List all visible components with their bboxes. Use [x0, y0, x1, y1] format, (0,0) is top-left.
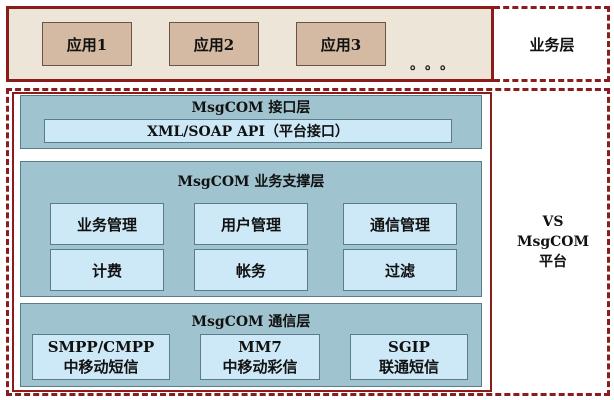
- platform-label-line-1: VS: [542, 214, 564, 230]
- protocol-smpp-cmpp: SMPP/CMPP 中移动短信: [32, 334, 170, 380]
- protocol-desc: 中移动短信: [63, 358, 139, 376]
- business-layer-label: 业务层: [529, 35, 575, 54]
- protocol-name: SGIP: [388, 338, 430, 356]
- module-user-management: 用户管理: [194, 203, 308, 245]
- module-billing: 计费: [50, 249, 164, 291]
- app-box-2: 应用2: [169, 22, 259, 66]
- ellipsis: 。。。: [410, 57, 462, 73]
- protocol-desc: 联通短信: [378, 358, 439, 376]
- support-layer-title: MsgCOM 业务支撑层: [177, 174, 325, 190]
- communication-layer-title: MsgCOM 通信层: [191, 314, 311, 330]
- platform-label-line-3: 平台: [539, 254, 567, 270]
- protocol-desc: 中移动彩信: [222, 358, 298, 376]
- module-communication-management: 通信管理: [343, 203, 457, 245]
- app-box-1: 应用1: [42, 22, 132, 66]
- platform-label-line-2: MsgCOM: [516, 234, 589, 250]
- platform-label: VS MsgCOM 平台: [500, 88, 606, 396]
- protocol-name: MM7: [238, 338, 282, 356]
- app-box-3: 应用3: [296, 22, 386, 66]
- api-box: XML/SOAP API（平台接口）: [44, 119, 452, 143]
- protocol-name: SMPP/CMPP: [47, 338, 155, 356]
- module-business-management: 业务管理: [50, 203, 164, 245]
- module-filtering: 过滤: [343, 249, 457, 291]
- platform-dashed-frame: [6, 88, 610, 396]
- business-layer-frame: [494, 6, 610, 82]
- protocol-mm7: MM7 中移动彩信: [200, 334, 320, 380]
- interface-layer-title: MsgCOM 接口层: [191, 100, 311, 116]
- protocol-sgip: SGIP 联通短信: [350, 334, 468, 380]
- module-accounting: 帐务: [194, 249, 308, 291]
